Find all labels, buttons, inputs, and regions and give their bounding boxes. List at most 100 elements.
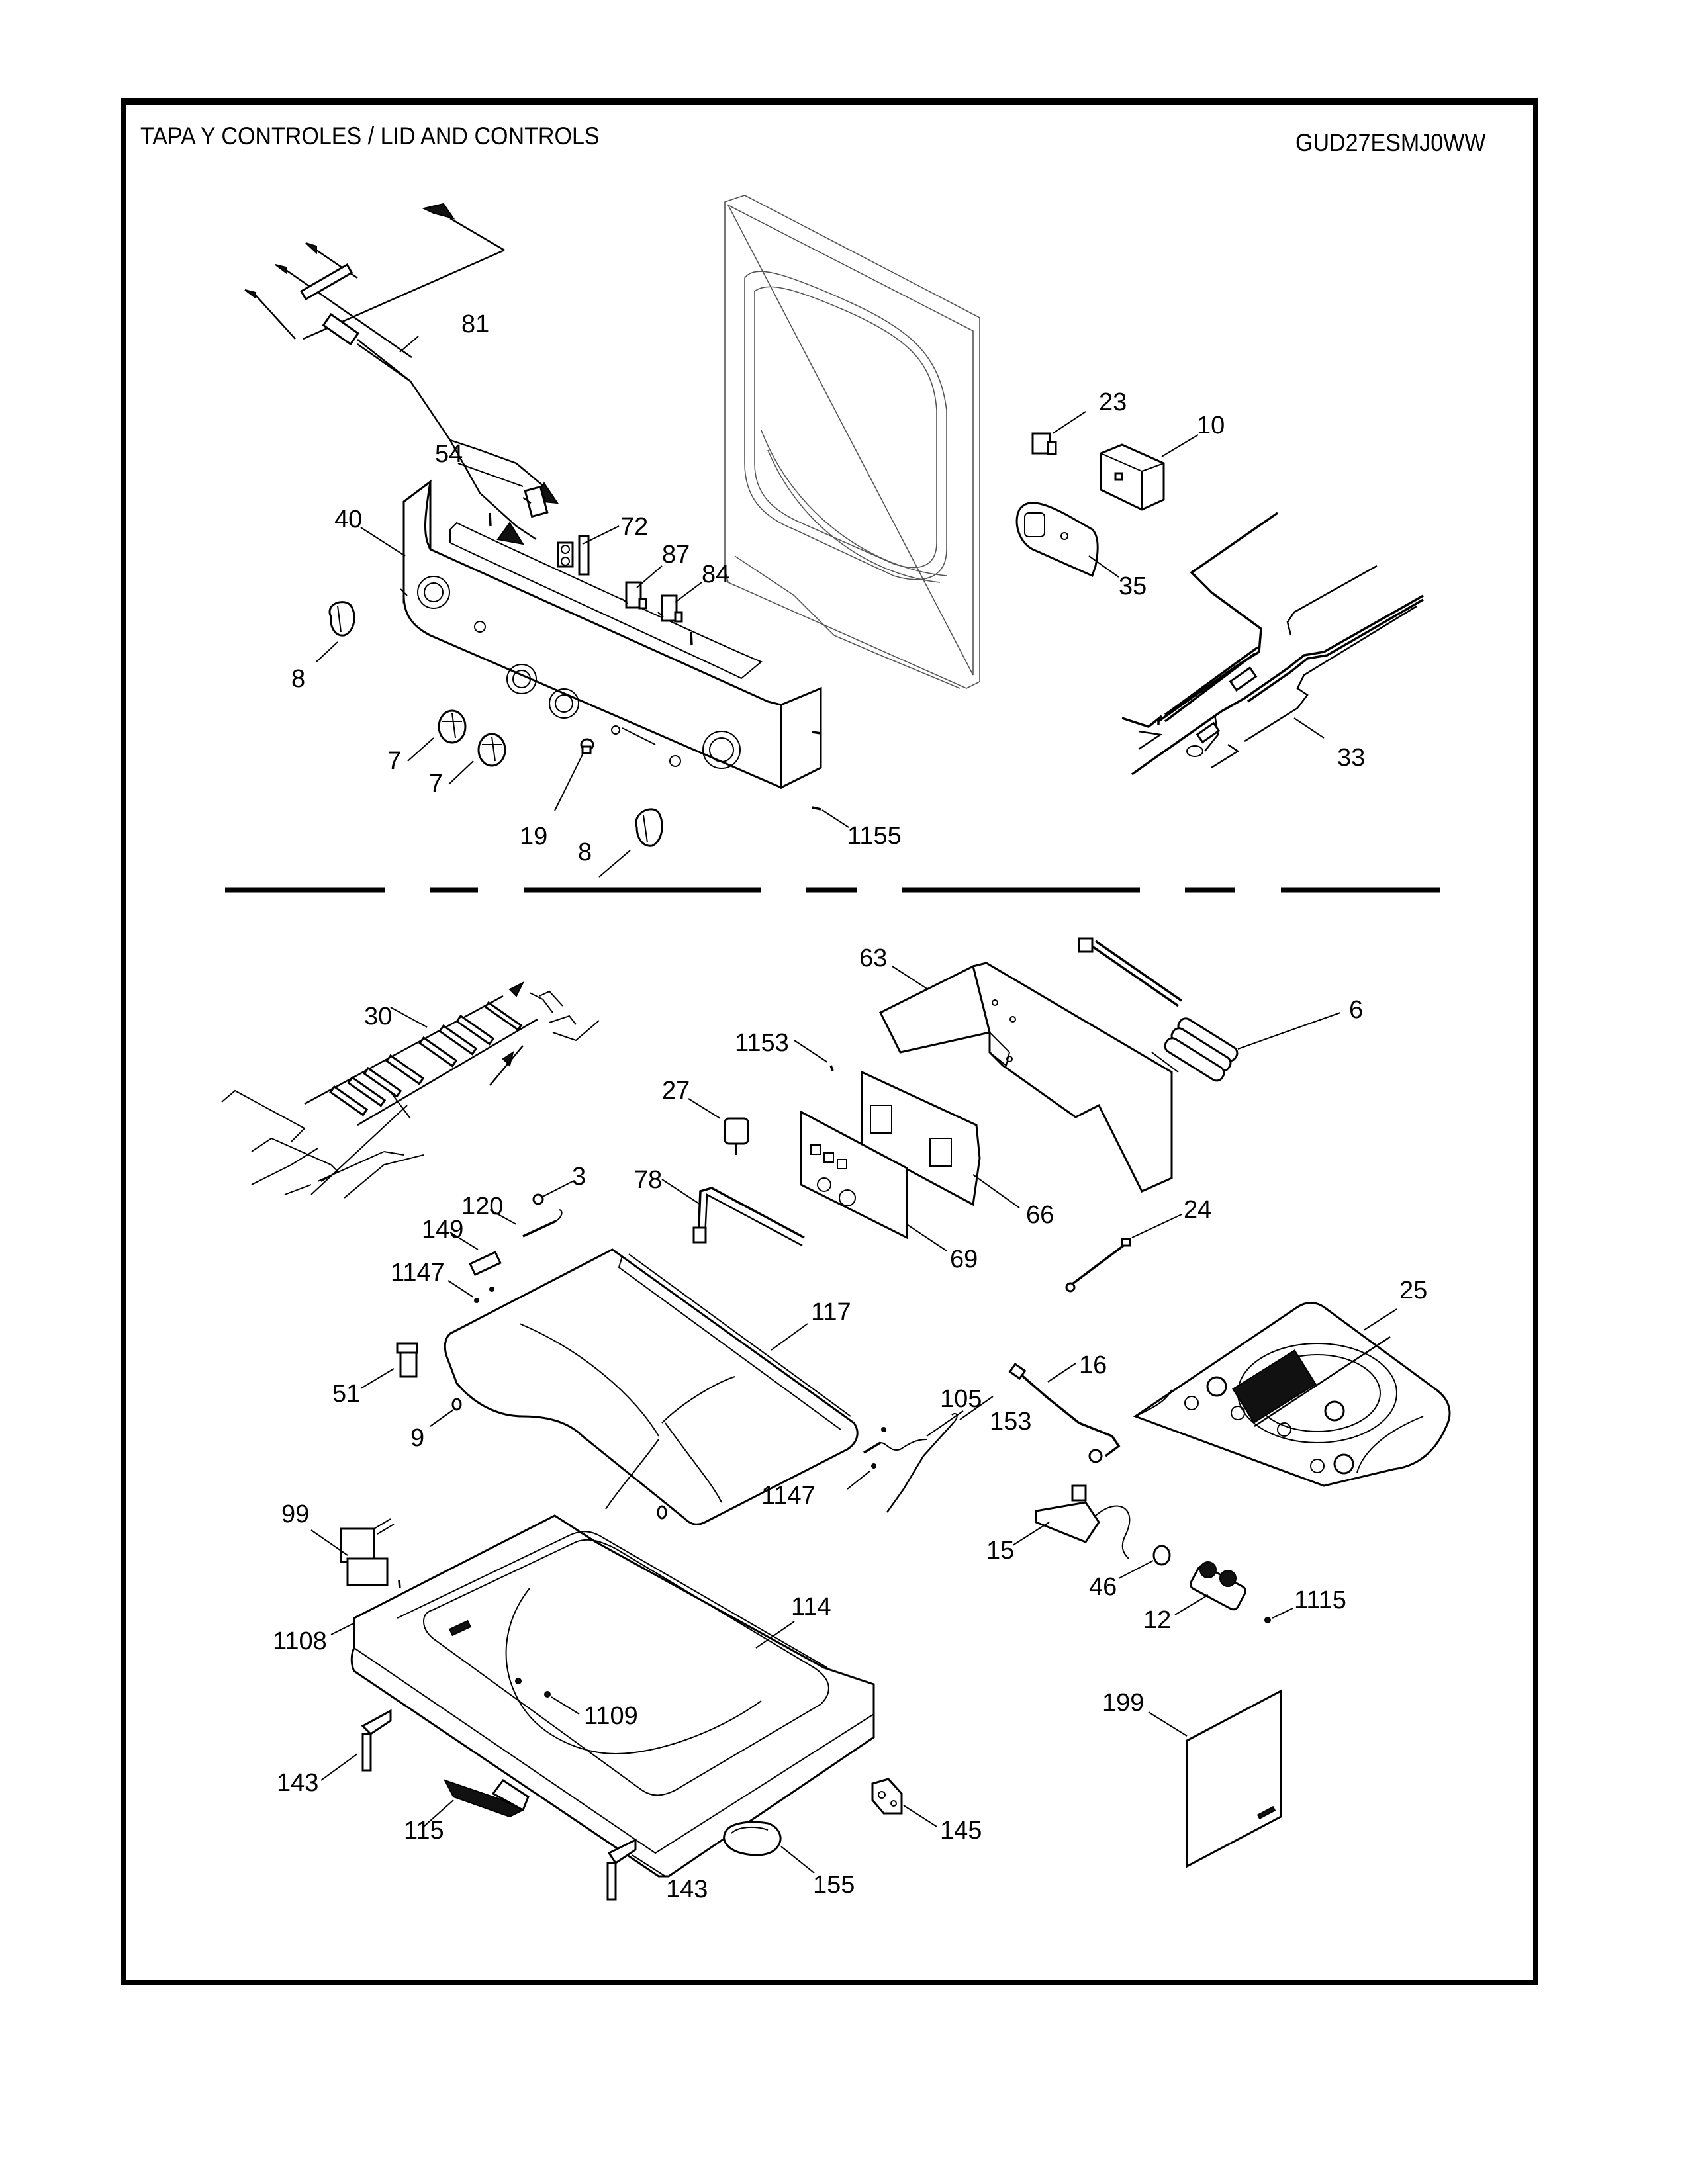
callout-27: 27 xyxy=(662,1077,690,1105)
callout-15: 15 xyxy=(986,1537,1014,1565)
wire-harness-81 xyxy=(244,203,559,545)
leader-66 xyxy=(972,1174,1020,1208)
callout-30: 30 xyxy=(364,1003,392,1030)
callout-78: 78 xyxy=(634,1166,662,1194)
callout-24: 24 xyxy=(1184,1196,1211,1224)
callout-153: 153 xyxy=(990,1408,1031,1435)
plate-35 xyxy=(1015,502,1099,578)
assembly-25 xyxy=(1133,1302,1451,1487)
callout-120: 120 xyxy=(461,1193,503,1220)
leader-15 xyxy=(1012,1522,1050,1546)
callout-99: 99 xyxy=(281,1500,309,1528)
leader-1115 xyxy=(1272,1608,1293,1619)
callout-66: 66 xyxy=(1026,1201,1054,1229)
leader-8-right xyxy=(598,850,631,878)
part-23 xyxy=(1031,432,1057,455)
control-panel-40 xyxy=(400,479,822,790)
leader-69 xyxy=(906,1224,947,1251)
leader-35 xyxy=(1088,555,1119,578)
leader-143-right xyxy=(632,1854,666,1877)
switch-54 xyxy=(522,485,549,518)
callout-114: 114 xyxy=(791,1593,831,1621)
leader-149 xyxy=(449,1232,479,1250)
screw-1147-upper xyxy=(474,1298,479,1303)
callout-12: 12 xyxy=(1143,1606,1171,1634)
callout-23: 23 xyxy=(1099,388,1127,416)
leader-6 xyxy=(1237,1012,1341,1050)
hinge-143-left xyxy=(361,1709,392,1772)
callout-19: 19 xyxy=(520,823,547,850)
callout-9: 9 xyxy=(410,1424,424,1452)
leader-46 xyxy=(1118,1560,1154,1579)
callout-8-left: 8 xyxy=(291,665,305,693)
bumper xyxy=(657,1505,667,1520)
water-valve-12 xyxy=(1190,1561,1246,1611)
screw-1147-lower xyxy=(871,1463,876,1469)
callout-1147-lower: 1147 xyxy=(761,1482,816,1510)
callout-1115: 1115 xyxy=(1294,1586,1346,1614)
leader-51 xyxy=(360,1368,395,1389)
sensor-24 xyxy=(1065,1238,1131,1293)
callout-35: 35 xyxy=(1119,572,1147,600)
wire-harness-30 xyxy=(221,981,600,1199)
leader-114 xyxy=(755,1621,795,1649)
part-6 xyxy=(1078,937,1239,1082)
callout-72: 72 xyxy=(620,513,648,541)
leader-23 xyxy=(1052,411,1086,434)
callout-143-left: 143 xyxy=(277,1769,318,1797)
leader-12 xyxy=(1174,1594,1209,1615)
callout-40: 40 xyxy=(334,506,362,533)
knob-8-right xyxy=(635,808,663,847)
callout-1147-upper: 1147 xyxy=(391,1259,445,1287)
callout-63: 63 xyxy=(859,944,887,972)
screw-1147-upper-2 xyxy=(489,1287,494,1292)
callout-1108: 1108 xyxy=(273,1627,327,1655)
leader-16 xyxy=(1047,1363,1076,1383)
callout-10: 10 xyxy=(1197,412,1225,439)
callout-145: 145 xyxy=(940,1817,982,1844)
leader-7-upper xyxy=(407,737,434,762)
callout-199: 199 xyxy=(1102,1689,1144,1717)
callout-117: 117 xyxy=(811,1298,851,1326)
callout-46: 46 xyxy=(1089,1573,1117,1601)
callout-1153: 1153 xyxy=(735,1029,789,1057)
bracket-63 xyxy=(878,962,1173,1193)
leader-3 xyxy=(542,1181,573,1197)
leader-10 xyxy=(1161,434,1199,457)
leader-117 xyxy=(771,1323,808,1351)
front-panel-illustration xyxy=(724,195,980,689)
clamp-46 xyxy=(1152,1545,1171,1566)
model-number: GUD27ESMJ0WW xyxy=(1295,129,1486,156)
callout-3: 3 xyxy=(572,1163,586,1191)
leader-87 xyxy=(636,565,663,588)
callout-115: 115 xyxy=(404,1817,444,1844)
callout-25: 25 xyxy=(1399,1277,1427,1304)
leader-72 xyxy=(582,525,620,545)
leader-27 xyxy=(688,1098,721,1119)
switch-87 xyxy=(622,581,647,610)
callout-155: 155 xyxy=(813,1871,855,1899)
knob-8-left xyxy=(328,601,355,637)
board-bracket-66 xyxy=(861,1070,981,1206)
callout-1109: 1109 xyxy=(584,1702,638,1730)
leader-153 xyxy=(959,1396,994,1420)
part-3 xyxy=(532,1193,544,1205)
callout-16: 16 xyxy=(1079,1351,1107,1379)
leader-8-left xyxy=(316,641,338,662)
screw-1153 xyxy=(829,1065,834,1071)
callout-1155: 1155 xyxy=(847,822,902,850)
leader-143-left xyxy=(320,1753,358,1781)
lid-lock-99 xyxy=(340,1518,401,1589)
leader-54 xyxy=(457,463,524,487)
leader-25 xyxy=(1363,1308,1397,1331)
callout-51: 51 xyxy=(332,1380,360,1408)
leader-1155 xyxy=(821,809,849,828)
part-155 xyxy=(723,1821,782,1856)
leader-33 xyxy=(1293,717,1325,739)
callout-84: 84 xyxy=(702,561,729,588)
leader-145 xyxy=(903,1805,937,1827)
screw-1109 xyxy=(544,1691,551,1698)
callout-54: 54 xyxy=(435,440,463,468)
